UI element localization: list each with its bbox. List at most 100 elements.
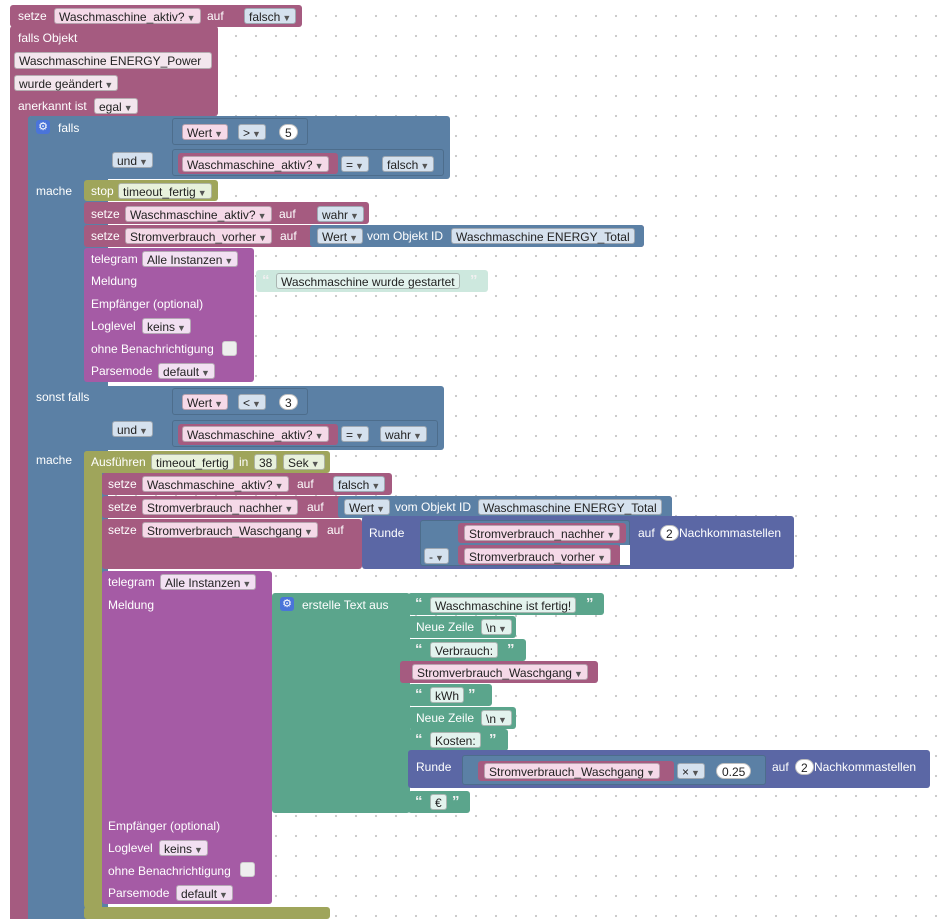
boolean-dropdown[interactable]: falsch▼ [382, 156, 435, 172]
wert-variable[interactable]: Wert▼ [182, 124, 229, 140]
operator-times: × [682, 765, 690, 779]
dropdown-arrow-icon: ▼ [645, 768, 655, 778]
number-lt-field[interactable]: 3 [279, 394, 298, 410]
boolean-dropdown[interactable]: falsch▼ [244, 8, 297, 24]
change-type-dropdown[interactable]: wurde geändert▼ [14, 75, 119, 91]
operator-gt-dropdown[interactable]: >▼ [238, 124, 266, 140]
decimals-field[interactable]: 2 [795, 759, 814, 775]
mache-keyword-2: mache [36, 453, 73, 467]
and-value: und [117, 154, 138, 168]
variable-dropdown[interactable]: Stromverbrauch_vorher▼ [125, 228, 272, 244]
instance-dropdown[interactable]: Alle Instanzen▼ [160, 574, 257, 590]
variable-dropdown[interactable]: Stromverbrauch_Waschgang▼ [484, 763, 660, 779]
variable-dropdown[interactable]: Waschmaschine_aktiv?▼ [182, 156, 329, 172]
variable-dropdown[interactable]: Waschmaschine_aktiv?▼ [182, 426, 329, 442]
setze-keyword: setze [108, 523, 137, 537]
telegram-block-1[interactable] [84, 248, 254, 382]
timeout-dropdown[interactable]: timeout_fertig▼ [118, 183, 212, 199]
variable-dropdown[interactable]: Waschmaschine_aktiv?▼ [125, 206, 272, 222]
parsemode-dropdown[interactable]: default▼ [158, 363, 215, 379]
loglevel-value: keins [164, 842, 193, 856]
object-id-field[interactable]: Waschmaschine ENERGY_Total [451, 228, 635, 244]
operator-minus-dropdown[interactable]: -▼ [424, 548, 449, 564]
variable-dropdown[interactable]: Stromverbrauch_nachher▼ [464, 525, 621, 541]
number-gt-field[interactable]: 5 [279, 124, 298, 140]
open-quote-icon: “ [415, 595, 423, 612]
close-quote-icon: ” [470, 272, 478, 289]
parsemode-label: Parsemode [108, 886, 170, 900]
auf-keyword: auf [638, 526, 655, 540]
get-value-dropdown[interactable]: Wert▼ [317, 228, 364, 244]
variable-dropdown[interactable]: Stromverbrauch_vorher▼ [464, 548, 611, 564]
timeout-seconds-field[interactable]: 38 [254, 454, 278, 470]
dropdown-arrow-icon: ▼ [314, 431, 324, 441]
erstelle-text-aus-label: erstelle Text aus [302, 598, 389, 612]
sonst-falls-keyword: sonst falls [36, 390, 90, 404]
variable-dropdown[interactable]: Waschmaschine_aktiv?▼ [54, 8, 201, 24]
wert-variable[interactable]: Wert▼ [182, 394, 229, 410]
dropdown-arrow-icon: ▼ [258, 233, 267, 243]
variable-dropdown[interactable]: Stromverbrauch_Waschgang▼ [142, 522, 318, 538]
dropdown-arrow-icon: ▼ [376, 504, 386, 514]
object-id-field[interactable]: Waschmaschine ENERGY_Power [14, 52, 212, 69]
object-id-field[interactable]: Waschmaschine ENERGY_Total [478, 499, 662, 515]
text-value-field[interactable]: Waschmaschine ist fertig! [430, 597, 577, 613]
operator-eq-dropdown[interactable]: =▼ [341, 156, 369, 172]
boolean-value: falsch [387, 158, 419, 172]
text-value: kWh [435, 689, 459, 703]
text-value-field[interactable]: Verbrauch: [430, 642, 499, 658]
text-value-field[interactable]: € [430, 794, 447, 810]
auf-keyword: auf [280, 229, 297, 243]
timeout-name-field[interactable]: timeout_fertig [151, 454, 234, 470]
text-value-field[interactable]: Kosten: [430, 732, 481, 748]
instance-value: Alle Instanzen [165, 576, 241, 590]
dropdown-arrow-icon: ▼ [597, 553, 606, 563]
decimals-field[interactable]: 2 [660, 525, 679, 541]
operator-times-dropdown[interactable]: ×▼ [677, 763, 705, 779]
variable-dropdown[interactable]: Stromverbrauch_Waschgang▼ [412, 664, 588, 680]
get-value-attr: Wert [322, 230, 348, 244]
dropdown-arrow-icon: ▼ [186, 13, 196, 23]
variable-dropdown[interactable]: Stromverbrauch_nachher▼ [142, 499, 299, 515]
newline-dropdown[interactable]: \n▼ [481, 710, 512, 726]
text-value: Waschmaschine wurde gestartet [281, 275, 455, 289]
text-value: € [435, 796, 442, 810]
price-field[interactable]: 0.25 [716, 763, 752, 779]
boolean-dropdown[interactable]: falsch▼ [333, 476, 386, 492]
and-dropdown[interactable]: und▼ [112, 421, 153, 437]
and-dropdown[interactable]: und▼ [112, 152, 153, 168]
loglevel-label: Loglevel [91, 319, 136, 333]
get-value-dropdown[interactable]: Wert▼ [344, 499, 391, 515]
boolean-dropdown[interactable]: wahr▼ [380, 426, 427, 442]
get-value-attr: Wert [349, 501, 375, 515]
timeout-footer [84, 907, 330, 919]
text-value-field[interactable]: kWh [430, 687, 464, 703]
loglevel-dropdown[interactable]: keins▼ [142, 318, 191, 334]
loglevel-dropdown[interactable]: keins▼ [159, 840, 208, 856]
loglevel-label: Loglevel [108, 841, 153, 855]
dropdown-arrow-icon: ▼ [177, 323, 186, 333]
setze-keyword: setze [108, 500, 137, 514]
dropdown-arrow-icon: ▼ [214, 399, 224, 409]
instance-dropdown[interactable]: Alle Instanzen▼ [142, 251, 239, 267]
settings-gear-icon[interactable]: ⚙ [280, 597, 294, 611]
auf-keyword: auf [279, 207, 296, 221]
text-value-field[interactable]: Waschmaschine wurde gestartet [276, 273, 460, 289]
time-unit-dropdown[interactable]: Sek▼ [283, 454, 325, 470]
join-text-block[interactable] [272, 593, 410, 813]
parsemode-dropdown[interactable]: default▼ [176, 885, 233, 901]
silent-checkbox[interactable] [240, 862, 255, 877]
loglevel-value: keins [147, 320, 176, 334]
dropdown-arrow-icon: ▼ [139, 426, 148, 436]
operator-eq-dropdown[interactable]: =▼ [341, 426, 369, 442]
dropdown-arrow-icon: ▼ [355, 431, 364, 441]
variable-name: Stromverbrauch_Waschgang [417, 666, 572, 680]
ack-dropdown[interactable]: egal▼ [94, 98, 138, 114]
stop-keyword: stop [91, 184, 114, 198]
operator-lt-dropdown[interactable]: <▼ [238, 394, 266, 410]
newline-dropdown[interactable]: \n▼ [481, 619, 512, 635]
silent-checkbox[interactable] [222, 341, 237, 356]
variable-dropdown[interactable]: Waschmaschine_aktiv?▼ [142, 476, 289, 492]
settings-gear-icon[interactable]: ⚙ [36, 120, 50, 134]
boolean-dropdown[interactable]: wahr▼ [317, 206, 364, 222]
